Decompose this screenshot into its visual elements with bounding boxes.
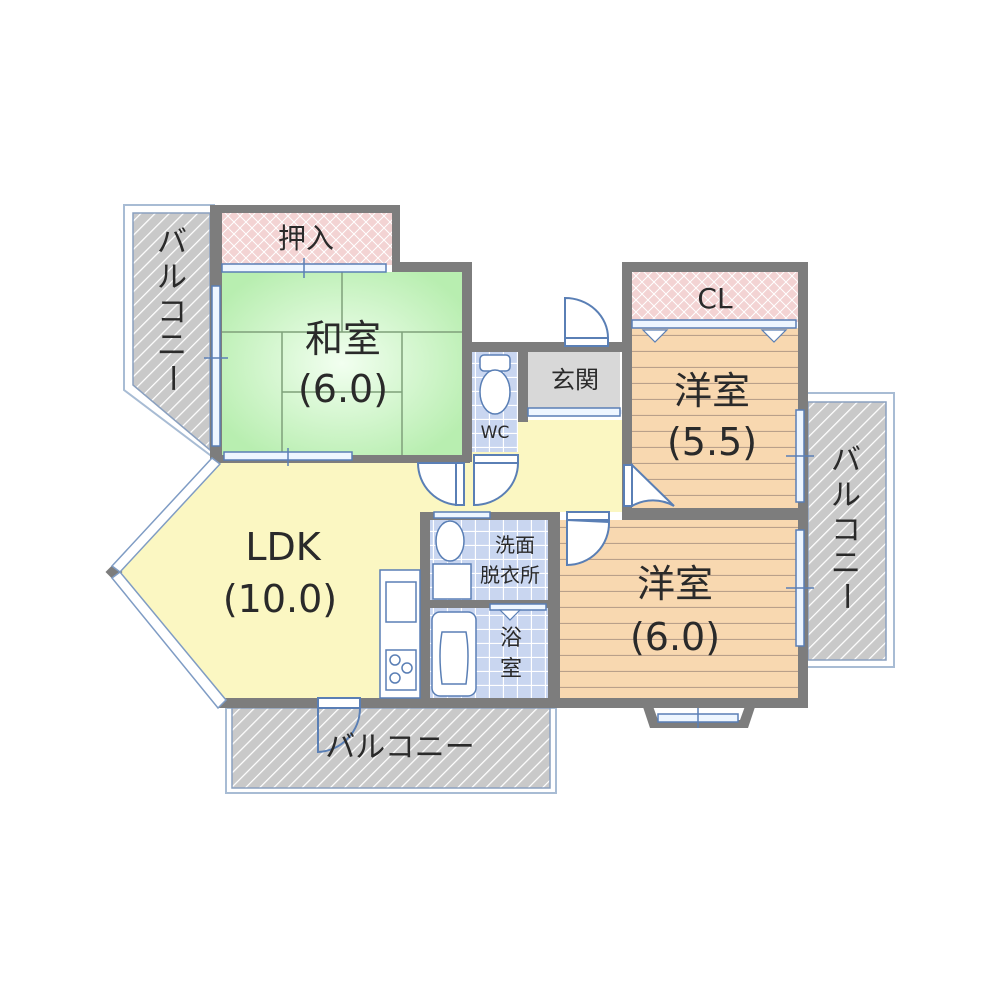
svg-text:ニ: ニ [157, 328, 187, 363]
genkan-floor [528, 352, 620, 410]
balcony-west-label: バ ル コ ニ ー [154, 225, 189, 393]
svg-text:ー: ー [154, 363, 189, 393]
doors [317, 296, 675, 754]
svg-text:ル: ル [157, 260, 187, 295]
ldk-bay-window [110, 456, 228, 710]
ldk-size: (10.0) [223, 577, 337, 621]
yoshitsu-2-label: 洋室 [637, 562, 713, 606]
balcony-south-label: バルコニー [325, 730, 474, 765]
closet-floor [630, 272, 798, 322]
svg-text:ニ: ニ [831, 546, 861, 581]
svg-text:ル: ル [831, 478, 861, 513]
genkan-label: 玄関 [551, 366, 599, 394]
wc-label: WC [481, 423, 510, 443]
ldk-label: LDK [245, 525, 321, 569]
svg-text:ー: ー [828, 581, 863, 611]
balcony-south [225, 707, 557, 794]
svg-text:コ: コ [157, 295, 187, 330]
svg-text:バ: バ [157, 225, 187, 260]
svg-text:バ: バ [831, 443, 861, 478]
yoshitsu-2-size: (6.0) [630, 615, 720, 659]
washitsu-tatami [222, 272, 462, 455]
oshiire-label: 押入 [278, 222, 334, 255]
washitsu-label: 和室 [305, 317, 381, 361]
oshiire-floor [222, 213, 392, 265]
labels: 押入 和室 (6.0) CL 洋室 (5.5) 玄関 WC LDK (10.0)… [154, 222, 863, 765]
washitsu-size: (6.0) [298, 367, 388, 411]
yoshitsu-1-size: (5.5) [667, 420, 757, 464]
balcony-east-label: バ ル コ ニ ー [828, 443, 863, 611]
balcony-east [803, 392, 895, 668]
yoshitsu-1-floor [630, 328, 798, 508]
yoshitsu-1-label: 洋室 [674, 369, 750, 413]
senmen-label-2: 脱衣所 [480, 563, 540, 587]
fixtures [379, 354, 511, 699]
bath-label-1: 浴 [500, 626, 522, 651]
bath-label-2: 室 [500, 657, 522, 682]
senmen-label-1: 洗面 [495, 533, 535, 557]
svg-text:コ: コ [831, 513, 861, 548]
closet-label: CL [697, 282, 733, 315]
